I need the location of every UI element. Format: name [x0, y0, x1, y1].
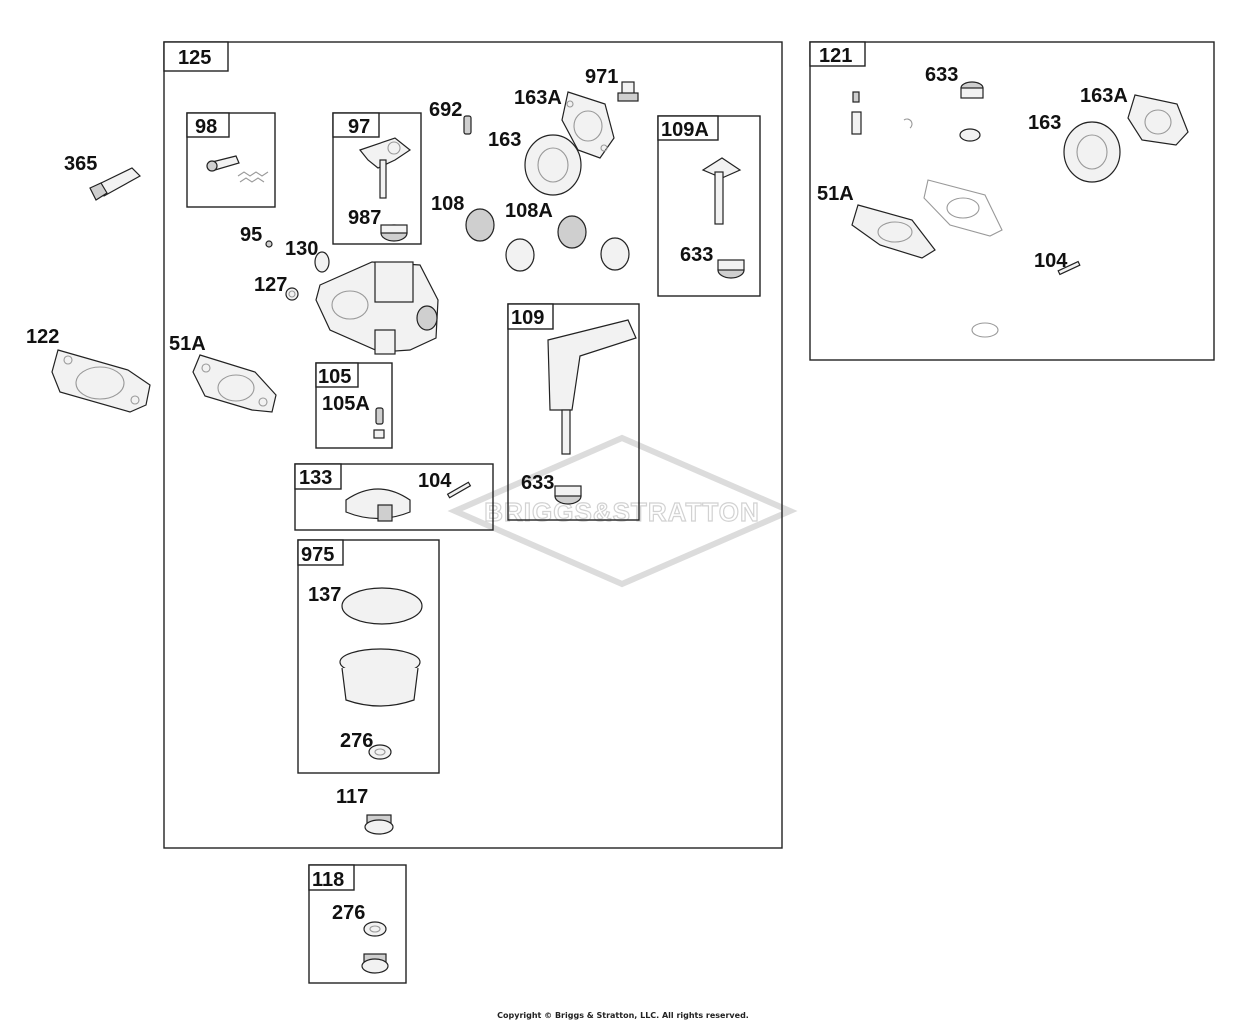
box-109a: 109A [657, 115, 761, 297]
label-122: 122 [26, 326, 59, 348]
box-label-109: 109 [511, 307, 544, 329]
carburetor-body-drawing [315, 261, 439, 355]
box-label-98: 98 [195, 116, 217, 138]
nut-117-drawing [364, 814, 394, 835]
gasket-163-121-drawing [1063, 121, 1121, 183]
shaft-109a-drawing [701, 157, 745, 279]
diaphragm-108-drawing [465, 208, 535, 272]
box-label-118: 118 [312, 869, 344, 891]
nut-118-drawing [361, 953, 389, 974]
label-365: 365 [64, 153, 97, 175]
watermark-logo: BRIGGS&STRATTON [447, 434, 798, 588]
label-104-121: 104 [1034, 250, 1068, 272]
gasket-122-drawing [51, 349, 151, 413]
kit-121-small-parts-drawing [851, 91, 981, 142]
box-118: 118 [308, 864, 407, 984]
label-276-118: 276 [332, 902, 365, 924]
box-125: 125 [163, 41, 783, 849]
label-130: 130 [285, 238, 318, 260]
label-108: 108 [431, 193, 464, 215]
copyright-notice: Copyright © Briggs & Stratton, LLC. All … [497, 1011, 749, 1020]
box-label-105: 105 [318, 366, 351, 388]
spacer-633-121-drawing [960, 81, 984, 99]
label-633-109a: 633 [680, 244, 713, 266]
box-label-975: 975 [301, 544, 334, 566]
label-633-109: 633 [521, 472, 554, 494]
box-label-125: 125 [178, 47, 211, 69]
box-label-121: 121 [819, 45, 852, 67]
box-98: 98 [186, 112, 276, 208]
box-121: 121 [809, 41, 1215, 361]
screw-95-drawing [265, 240, 273, 248]
label-108a: 108A [505, 200, 553, 222]
needle-105a-drawing [373, 407, 385, 439]
bowl-975-drawing [339, 648, 421, 707]
watermark-text: BRIGGS&STRATTON [484, 497, 759, 527]
label-51a: 51A [169, 333, 206, 355]
box-label-97: 97 [348, 116, 370, 138]
label-163-121: 163 [1028, 112, 1061, 134]
box-133: 133 [294, 463, 494, 531]
label-163: 163 [488, 129, 521, 151]
label-51a-121: 51A [817, 183, 854, 205]
box-label-133: 133 [299, 467, 332, 489]
label-95: 95 [240, 224, 262, 246]
bolt-365-drawing [89, 167, 141, 201]
screw-971-drawing [617, 81, 639, 102]
gasket-outline-121-drawing [923, 179, 1003, 237]
label-971: 971 [585, 66, 618, 88]
label-105a: 105A [322, 393, 370, 415]
box-105: 105 [315, 362, 393, 449]
spring-692-drawing [463, 115, 472, 135]
clip-121-drawing [971, 322, 999, 338]
pin-104-drawing [446, 481, 472, 499]
gasket-51a-121-drawing [851, 204, 936, 259]
box-label-109a: 109A [661, 119, 709, 141]
label-987: 987 [348, 207, 381, 229]
label-127: 127 [254, 274, 287, 296]
gasket-163a-drawing [561, 91, 615, 159]
label-137: 137 [308, 584, 341, 606]
parts-98-drawing [206, 155, 269, 183]
gasket-163-drawing [524, 134, 582, 196]
oring-137-drawing [341, 587, 423, 625]
oring-127-drawing [285, 287, 299, 301]
label-117: 117 [336, 786, 368, 808]
washer-276-975-drawing [368, 744, 392, 760]
gasket-130-drawing [314, 251, 330, 273]
box-109: 109 [507, 303, 640, 521]
float-133-drawing [345, 488, 411, 522]
float-97-drawing [358, 137, 412, 242]
label-633-121: 633 [925, 64, 958, 86]
label-276-975: 276 [340, 730, 373, 752]
label-692: 692 [429, 99, 462, 121]
box-975: 975 [297, 539, 440, 774]
label-163a: 163A [514, 87, 562, 109]
shaft-109-drawing [547, 319, 637, 505]
gasket-163a-121-drawing [1127, 94, 1189, 146]
box-97: 97 [332, 112, 422, 245]
washer-276-118-drawing [363, 921, 387, 937]
label-104: 104 [418, 470, 452, 492]
diaphragm-108a-drawing [557, 215, 630, 271]
pin-104-121-drawing [1057, 260, 1081, 276]
label-163a-121: 163A [1080, 85, 1128, 107]
gasket-51a-drawing [192, 354, 277, 413]
